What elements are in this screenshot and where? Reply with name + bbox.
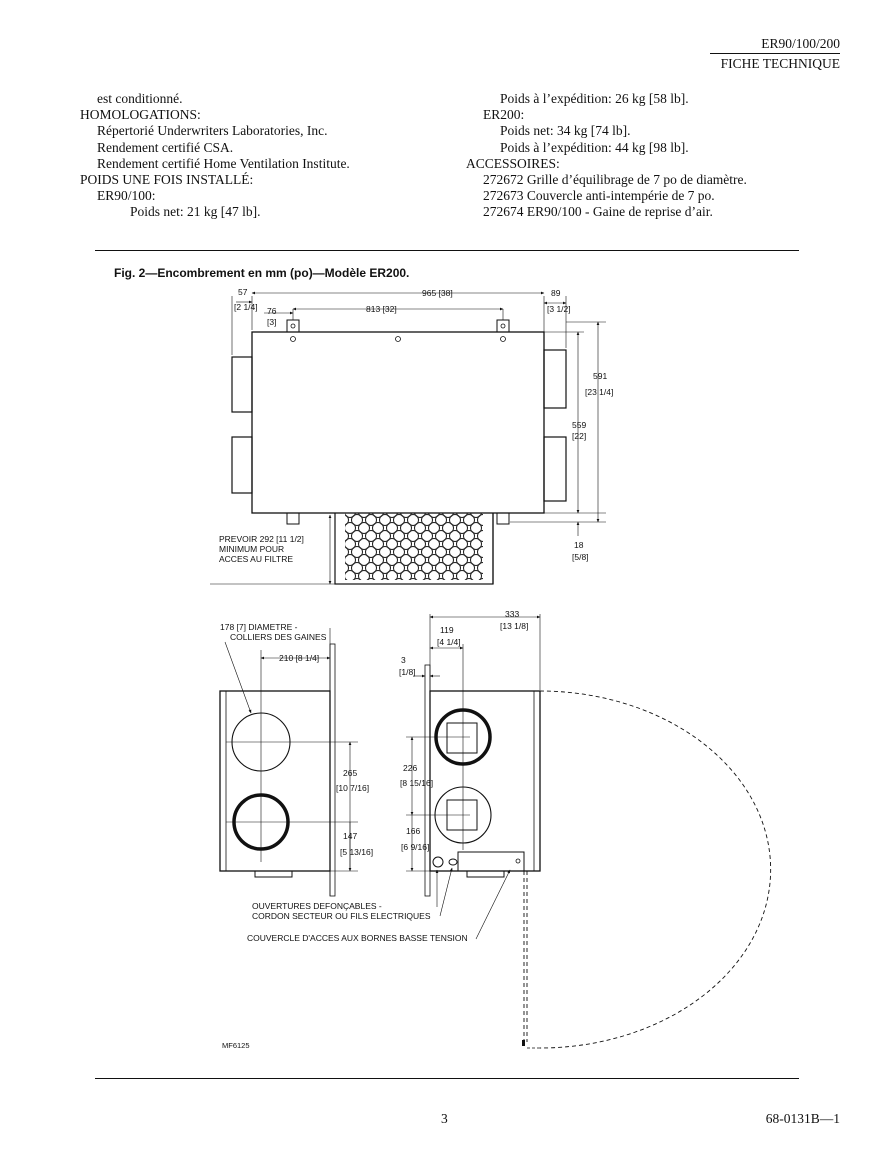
spec-heading: HOMOLOGATIONS: — [80, 107, 201, 123]
spec-column-right: Poids à l’expédition: 26 kg [58 lb]. ER2… — [466, 91, 747, 221]
spec-line: 272673 Couvercle anti-intempérie de 7 po… — [483, 188, 715, 204]
spec-line: 272674 ER90/100 - Gaine de reprise d’air… — [483, 204, 713, 220]
dim-18-in: [5/8] — [572, 552, 589, 562]
dim-57-in: [2 1/4] — [234, 302, 258, 312]
figure-caption: Fig. 2—Encombrement en mm (po)—Modèle ER… — [114, 266, 410, 280]
dim-813: 813 [32] — [366, 304, 397, 314]
drawing-code: MF6125 — [222, 1041, 250, 1050]
dim-965: 965 [38] — [422, 288, 453, 298]
dim-18: 18 — [574, 540, 584, 550]
note-knockouts-2: CORDON SECTEUR OU FILS ELECTRIQUES — [252, 911, 431, 921]
dim-166: 166 — [406, 826, 420, 836]
section-divider-top — [95, 250, 799, 251]
spec-line: est conditionné. — [97, 91, 183, 106]
dim-333: 333 — [505, 609, 519, 619]
note-filter-1: PREVOIR 292 [11 1/2] — [219, 534, 304, 544]
note-filter-2: MINIMUM POUR — [219, 544, 284, 554]
dim-119-in: [4 1/4] — [437, 637, 461, 647]
spec-column-left: est conditionné. HOMOLOGATIONS: Répertor… — [80, 91, 350, 221]
note-knockouts-1: OUVERTURES DEFONÇABLES - — [252, 901, 382, 911]
note-diameter-2: COLLIERS DES GAINES — [230, 632, 327, 642]
spec-line: Poids net: 21 kg [47 lb]. — [130, 204, 261, 220]
spec-line: 272672 Grille d’équilibrage de 7 po de d… — [483, 172, 747, 188]
header-model: ER90/100/200 — [761, 36, 840, 51]
dim-119: 119 — [440, 625, 454, 635]
dim-333-in: [13 1/8] — [500, 621, 528, 631]
dim-166-in: [6 9/16] — [401, 842, 429, 852]
dim-591-in: [23 1/4] — [585, 387, 613, 397]
spec-subheading: ER90/100: — [97, 188, 156, 204]
document-number: 68-0131B—1 — [765, 1111, 840, 1126]
spec-subheading: ER200: — [483, 107, 525, 123]
dim-89: 89 — [551, 288, 561, 298]
section-divider-bottom — [95, 1078, 799, 1079]
spec-line: Rendement certifié Home Ventilation Inst… — [97, 155, 350, 171]
front-view — [219, 628, 358, 897]
dim-3-in: [1/8] — [399, 667, 416, 677]
spec-line: Poids à l’expédition: 44 kg [98 lb]. — [500, 139, 689, 155]
dim-147-in: [5 13/16] — [340, 847, 373, 857]
note-cover: COUVERCLE D'ACCES AUX BORNES BASSE TENSI… — [247, 933, 468, 943]
note-filter-3: ACCES AU FILTRE — [219, 554, 293, 564]
spec-line: Poids à l’expédition: 26 kg [58 lb]. — [500, 91, 689, 106]
dim-265: 265 — [343, 768, 357, 778]
dim-559: 559 — [572, 420, 586, 430]
header-subtitle: FICHE TECHNIQUE — [720, 56, 840, 71]
dim-559-in: [22] — [572, 431, 586, 441]
spec-heading: POIDS UNE FOIS INSTALLÉ: — [80, 172, 254, 188]
note-diameter-1: 178 [7] DIAMETRE - — [220, 622, 298, 632]
spec-line: Rendement certifié CSA. — [97, 139, 234, 155]
spec-line: Poids net: 34 kg [74 lb]. — [500, 123, 631, 139]
dim-57: 57 — [238, 287, 248, 297]
spec-line: Répertorié Underwriters Laboratories, In… — [97, 123, 328, 139]
dim-226-in: [8 15/16] — [400, 778, 433, 788]
dim-3: 3 — [401, 655, 406, 665]
dim-591: 591 — [593, 371, 607, 381]
dim-265-in: [10 7/16] — [336, 783, 369, 793]
dim-76-in: [3] — [267, 317, 276, 327]
page-number: 3 — [441, 1111, 448, 1126]
dim-210: 210 [8 1/4] — [279, 653, 319, 663]
top-view — [210, 291, 606, 585]
dim-76: 76 — [267, 306, 277, 316]
dim-226: 226 — [403, 763, 417, 773]
dim-89-in: [3 1/2] — [547, 304, 571, 314]
side-view — [406, 614, 772, 1049]
spec-heading: ACCESSOIRES: — [466, 155, 560, 171]
header-divider — [710, 53, 840, 54]
dim-147: 147 — [343, 831, 357, 841]
